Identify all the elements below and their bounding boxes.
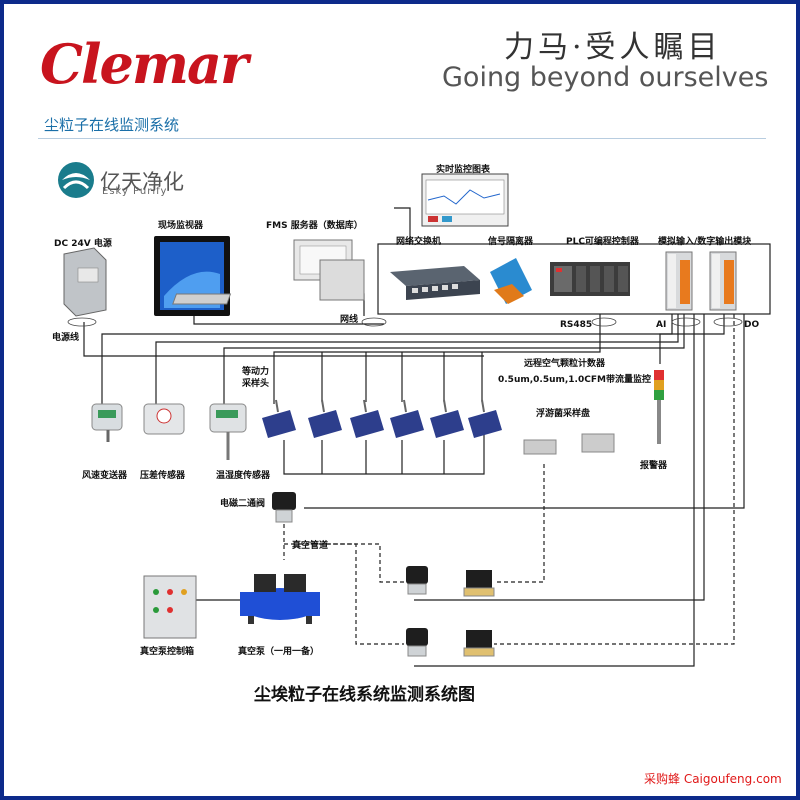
network-switch-icon — [390, 266, 480, 300]
airflow-sensor-icon — [91, 403, 123, 442]
label-network-switch: 网络交换机 — [396, 237, 442, 247]
label-plankton-sampler: 浮游菌采样盘 — [536, 409, 591, 419]
solenoid-valve-icon — [272, 492, 296, 523]
temp-humidity-sensor-icon — [209, 403, 247, 460]
label-power-line: 电源线 — [52, 333, 80, 343]
label-isokinetic-head-2: 采样头 — [242, 379, 270, 389]
wiring-lines — [83, 207, 771, 667]
particle-counters — [262, 410, 502, 438]
vacuum-pump-icon — [240, 574, 320, 624]
label-ai: AI — [656, 320, 667, 330]
brand-name-en: Esky Purify — [102, 186, 168, 197]
label-temp-humidity-sensor: 温湿度传感器 — [216, 471, 271, 481]
vacuum-lines — [283, 314, 735, 645]
slogan-english: Going beyond ourselves — [442, 62, 769, 93]
section-title: 尘粒子在线监测系统 — [44, 116, 180, 134]
label-alarm: 报警器 — [640, 461, 668, 471]
flow-valve-icon — [406, 566, 495, 657]
signal-isolator-icon — [490, 258, 532, 304]
label-network-line: 网线 — [340, 315, 359, 325]
watermark: 采购蜂 Caigoufeng.com — [644, 772, 782, 786]
label-site-monitor: 现场监视器 — [158, 221, 204, 231]
esky-logo-icon — [58, 162, 94, 198]
label-airflow-sensor: 风速变送器 — [82, 471, 128, 481]
pressure-sensor-icon — [143, 403, 185, 435]
label-plc: PLC可编程控制器 — [566, 237, 639, 247]
label-io-module: 模拟输入/数字输出模块 — [658, 237, 752, 247]
label-dc-power: DC 24V 电源 — [54, 239, 112, 249]
label-realtime-chart: 实时监控图表 — [436, 165, 491, 175]
io-module-icon — [665, 251, 737, 311]
label-counter-spec: 0.5um,0.5um,1.0CFM带流量监控 — [498, 375, 651, 385]
label-vacuum-control-box: 真空泵控制箱 — [140, 647, 195, 657]
label-fms-server: FMS 服务器（数据库） — [266, 221, 363, 231]
label-vacuum-pump: 真空泵（一用一备） — [238, 647, 320, 657]
label-remote-counter: 远程空气颗粒计数器 — [524, 359, 606, 369]
counter-heads — [275, 399, 485, 413]
plankton-sampler-icon — [523, 433, 615, 455]
realtime-chart-window — [421, 173, 509, 227]
diagram-title: 尘埃粒子在线系统监测系统图 — [254, 685, 475, 705]
wire-markers — [67, 317, 743, 327]
label-pressure-sensor: 压差传感器 — [140, 471, 186, 481]
label-do: DO — [744, 320, 760, 330]
power-supply-icon — [63, 247, 107, 317]
vacuum-control-box-icon — [143, 575, 197, 639]
section-divider — [38, 138, 766, 139]
brand-name-cn: 亿天净化 — [100, 170, 184, 194]
clemar-logo: Clemar — [40, 32, 248, 96]
system-diagram — [58, 162, 771, 667]
plc-icon — [550, 262, 630, 296]
label-solenoid-valve: 电磁二通阀 — [220, 499, 266, 509]
alarm-icon — [654, 370, 664, 444]
label-rs485: RS485 — [560, 320, 593, 330]
label-signal-isolator: 信号隔离器 — [488, 237, 534, 247]
label-isokinetic-head-1: 等动力 — [242, 367, 270, 377]
fms-server-icon — [172, 239, 365, 305]
label-vacuum-pipe: 真空管道 — [292, 541, 329, 551]
slogan-chinese: 力马·受人瞩目 — [504, 30, 722, 65]
